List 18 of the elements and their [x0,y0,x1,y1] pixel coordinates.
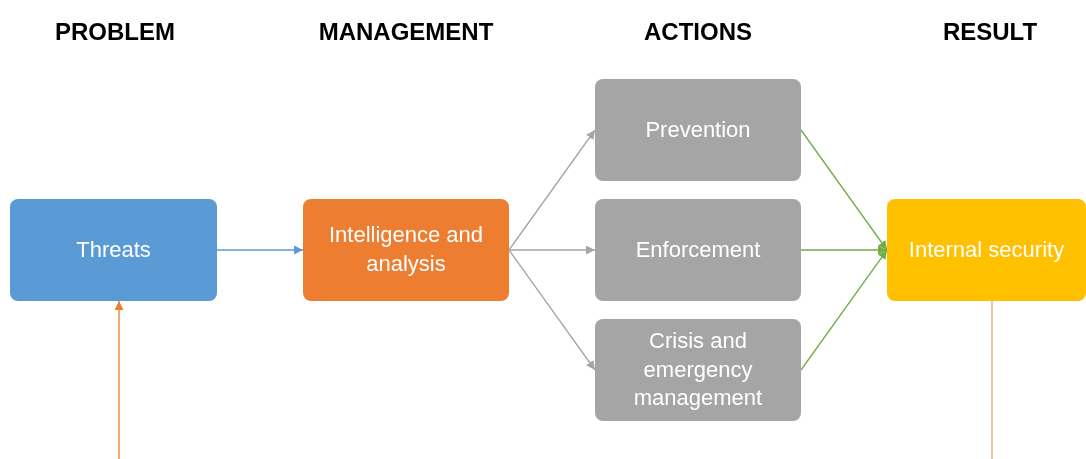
arrow [508,129,596,251]
process-box: Prevention [595,79,801,181]
column-heading: ACTIONS [644,17,752,47]
process-box: Crisis and emergency management [595,319,801,421]
arrow [800,245,888,255]
arrow [800,129,888,251]
process-box: Intelligence and analysis [303,199,509,301]
process-box: Threats [10,199,217,301]
column-heading: RESULT [942,17,1038,47]
arrow [216,245,304,255]
arrow [508,249,596,371]
arrow [114,300,124,459]
process-box: Internal security [887,199,1086,301]
arrow [800,249,888,371]
column-heading: PROBLEM [55,17,175,47]
column-heading: MANAGEMENT [318,17,494,47]
arrow [508,245,596,255]
process-box: Enforcement [595,199,801,301]
